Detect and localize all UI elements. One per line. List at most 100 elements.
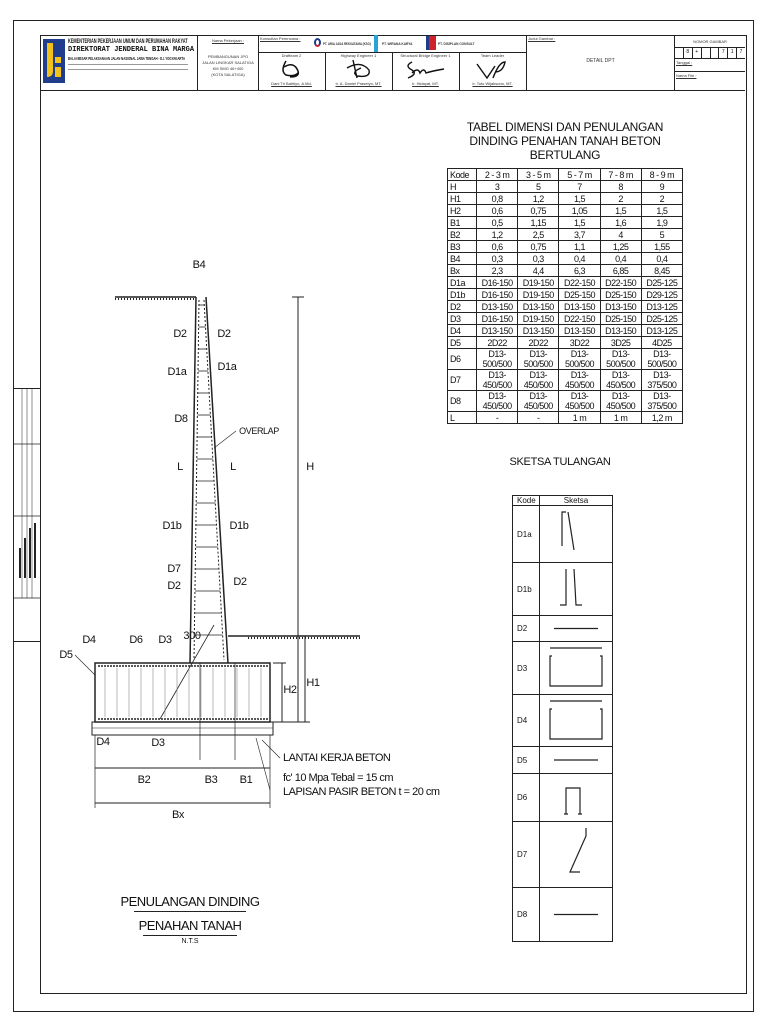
wall-front-face — [189, 296, 197, 664]
label-l: L — [177, 461, 183, 473]
lean-concrete-slab — [91, 721, 274, 736]
signatory-role: Structural Bridge Engineer 1 — [400, 53, 451, 58]
sheet-number-cell: 7 — [736, 47, 745, 58]
sketch-cell — [539, 505, 613, 563]
label-h1: H1 — [306, 677, 320, 689]
sheet-number-cell: 7 — [718, 47, 727, 58]
label-d6: D6 — [129, 634, 143, 646]
sketch-code-cell: D1a — [512, 505, 540, 563]
straight-bar-icon — [554, 913, 598, 916]
label-overlap: OVERLAP — [239, 426, 279, 436]
drawing-title-line-2: PENAHAN TANAH — [138, 918, 242, 933]
label-d8: D8 — [174, 413, 188, 425]
signatory-name: Ir. A. Daniel Prasetyo, MT. — [335, 81, 382, 86]
signature-image — [346, 59, 370, 79]
table-cell: - — [475, 411, 519, 424]
straight-bar-icon — [554, 759, 598, 761]
double-l-bar-icon — [560, 568, 582, 606]
sketch-row: D1a — [512, 505, 613, 563]
note-concrete-spec: fc' 10 Mpa Tebal = 15 cm — [283, 772, 394, 784]
label-d3: D3 — [151, 737, 165, 749]
ministry-logo — [43, 39, 65, 83]
project-line: JALAN LINGKAR SALATIGA — [202, 60, 254, 65]
drawing-title-line-1: PENULANGAN DINDING — [120, 894, 260, 909]
office-subline — [68, 64, 188, 65]
note-lean-concrete: LANTAI KERJA BETON — [283, 752, 391, 764]
signature-cell: Highway Engineer 1 Ir. A. Daniel Prasety… — [325, 52, 393, 90]
label-l: L — [230, 461, 236, 473]
table-cell: 1 m — [558, 411, 601, 424]
footing — [94, 662, 271, 723]
table-cell: D19-150 — [517, 312, 560, 325]
sketch-cell — [539, 887, 613, 942]
label-d4: D4 — [82, 634, 96, 646]
wall-back-face — [205, 296, 229, 664]
u-bar-with-top-icon — [549, 647, 603, 687]
drawing-title-label: Judul Gambar : — [528, 36, 556, 41]
date-label: Tanggal : — [676, 60, 693, 65]
label-h2: H2 — [283, 684, 297, 696]
signatory-role: Highway Engineer 1 — [340, 53, 377, 58]
row-code-cell: L — [447, 411, 477, 424]
sketch-row: D3 — [512, 641, 613, 695]
office-name: BALAI BESAR PELAKSANAAN JALAN NASIONAL J… — [68, 56, 186, 61]
consultant-1: PT. ARIA JASA REKSATAMA (KSO) — [323, 41, 371, 46]
sketch-row: D4 — [512, 694, 613, 747]
label-b1: B1 — [239, 774, 253, 786]
sketch-row: D2 — [512, 615, 613, 642]
directorate-name: DIREKTORAT JENDERAL BINA MARGA — [68, 46, 195, 54]
hat-bar-icon — [564, 787, 582, 815]
label-d1b: D1b — [229, 520, 249, 532]
straight-bar-icon — [554, 627, 598, 630]
label-d7: D7 — [167, 563, 181, 575]
label-b2: B2 — [137, 774, 151, 786]
d7-diagonal-bar — [159, 624, 215, 720]
signature-image — [282, 60, 300, 78]
signature-cell: Team Leader Ir. Toto Wijaksono, MT. — [459, 52, 526, 90]
label-d2: D2 — [167, 580, 181, 592]
signature-image — [407, 61, 445, 79]
revision-strip — [13, 388, 41, 642]
signatory-name: Dani Tri Bahtiyo, A.Md. — [271, 81, 312, 86]
signature-cell: Drafteam 2 Dani Tri Bahtiyo, A.Md. — [258, 52, 326, 90]
label-d5: D5 — [59, 649, 73, 661]
project-line: (KOTA SALATIGA) — [211, 72, 245, 77]
signature-cell: Structural Bridge Engineer 1 Ir. Hidayat… — [392, 52, 460, 90]
label-b3: B3 — [204, 774, 218, 786]
signatory-name: Ir. Hidayat, MT. — [412, 81, 439, 86]
sheet-number-cell: + — [691, 47, 701, 58]
label-angle: 300 — [183, 630, 201, 642]
signatory-role: Team Leader — [480, 53, 505, 58]
sheet-number-cell — [700, 47, 710, 58]
signature-image — [476, 61, 506, 80]
sketch-code-cell: D7 — [512, 821, 540, 888]
table-cell: 1 m — [599, 411, 642, 424]
sketch-code-cell: D6 — [512, 773, 540, 822]
sheet-number-cell: 8 — [682, 47, 692, 58]
consultant-2: PT. WIRANA KARYA — [382, 41, 413, 46]
disiplan-logo-icon — [426, 36, 436, 50]
signatory-name: Ir. Toto Wijaksono, MT. — [472, 81, 513, 86]
note-sand-layer: LAPISAN PASIR BETON t = 20 cm — [283, 786, 440, 798]
sketch-cell — [539, 821, 613, 888]
consultant-3: PT. DISIPLAN CONSULT — [438, 41, 475, 46]
project-label: Nama Pekerjaan : — [211, 38, 244, 43]
aria-logo-icon — [314, 38, 321, 47]
label-d2: D2 — [173, 328, 187, 340]
label-h: H — [306, 461, 314, 473]
table-cell: 1,2 m — [640, 411, 684, 424]
sketch-cell — [539, 641, 613, 695]
table-cell: D13-500/500 — [475, 348, 519, 370]
